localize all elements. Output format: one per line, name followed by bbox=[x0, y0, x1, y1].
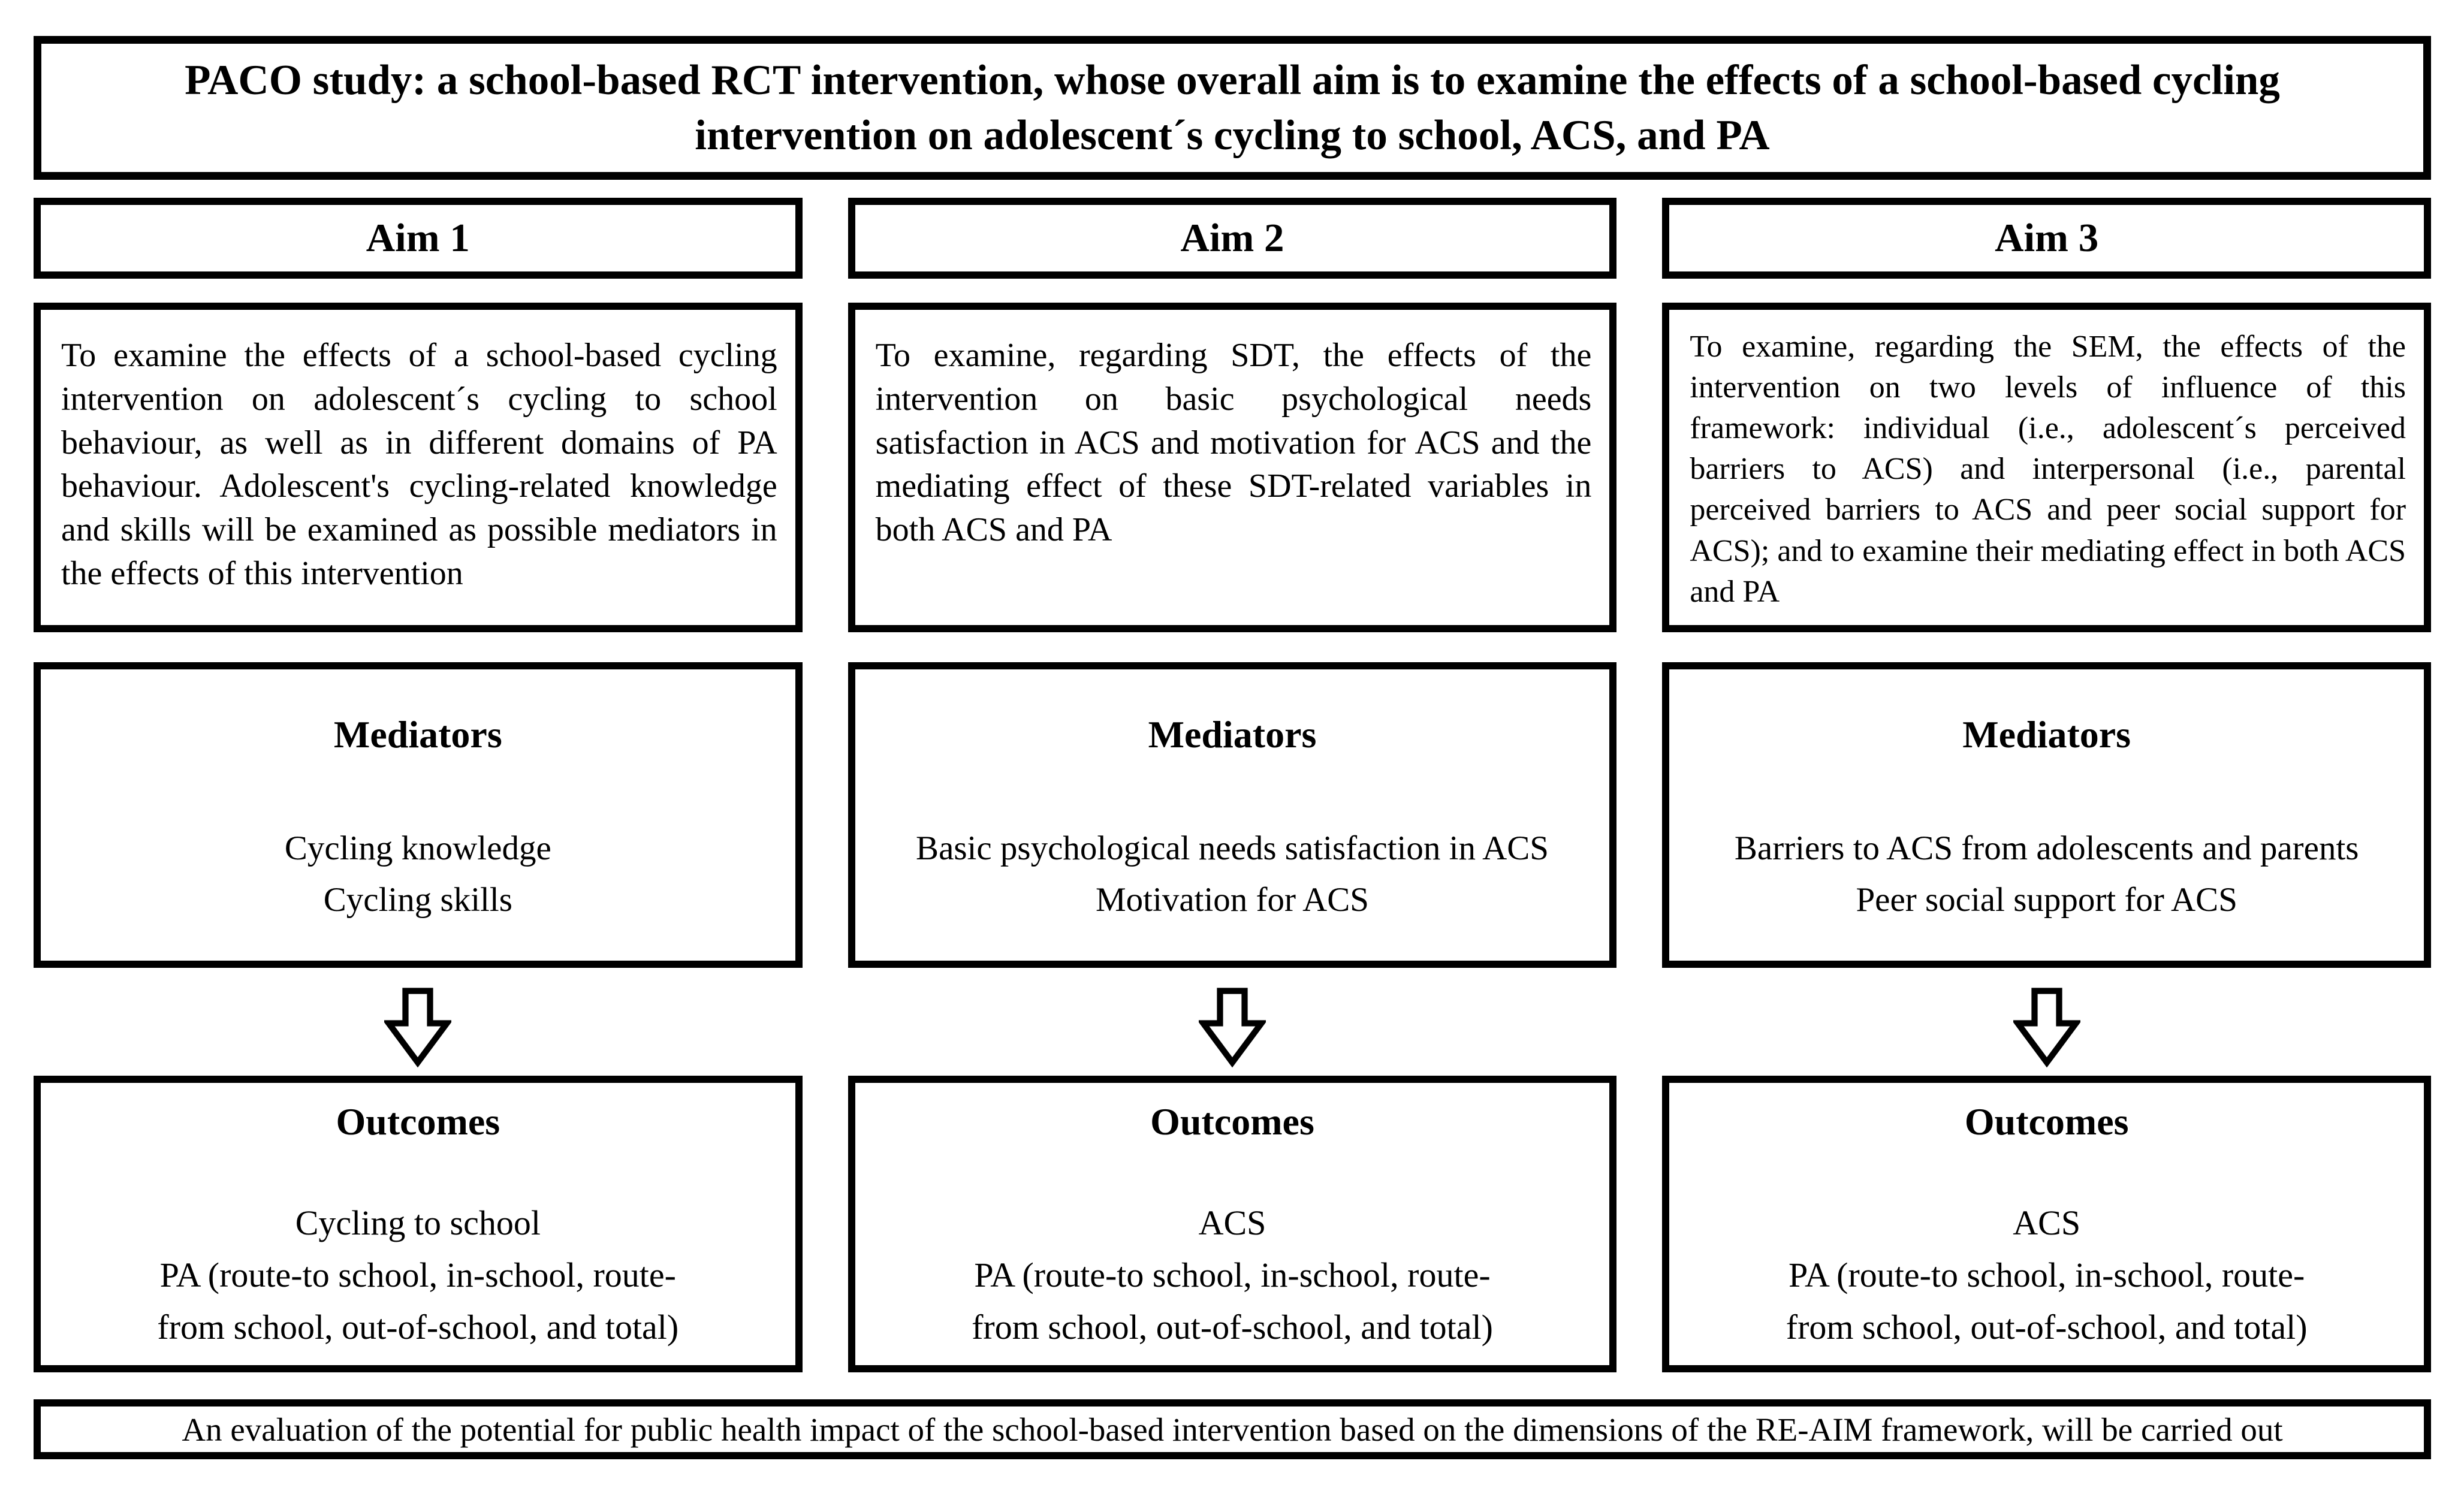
aim3-description: To examine, regarding the SEM, the effec… bbox=[1662, 303, 2432, 632]
outcomes-row: Outcomes Cycling to school PA (route-to … bbox=[34, 1076, 2432, 1372]
aim3-arrow-cell bbox=[1662, 983, 2431, 1073]
aim2-arrow-cell bbox=[848, 983, 1617, 1073]
aim1-description: To examine the effects of a school-based… bbox=[34, 303, 803, 632]
aim3-label: Aim 3 bbox=[1995, 216, 2099, 260]
down-arrow-icon bbox=[384, 986, 452, 1069]
aim1-header: Aim 1 bbox=[34, 198, 803, 279]
study-title: PACO study: a school-based RCT intervent… bbox=[185, 56, 2280, 159]
aim-header-row: Aim 1 Aim 2 Aim 3 bbox=[34, 198, 2432, 279]
mediator-item: Cycling knowledge bbox=[284, 829, 551, 867]
aim3-outcomes-title: Outcomes bbox=[1964, 1100, 2129, 1143]
outcome-item: ACS bbox=[1198, 1203, 1266, 1242]
aim1-outcomes-box: Outcomes Cycling to school PA (route-to … bbox=[34, 1076, 803, 1372]
aim1-arrow-cell bbox=[34, 983, 803, 1073]
outcome-item: Cycling to school bbox=[295, 1203, 541, 1242]
aim1-outcomes-list: Cycling to school PA (route-to school, i… bbox=[41, 1197, 795, 1353]
outcome-item: ACS bbox=[2013, 1203, 2081, 1242]
arrow-row bbox=[34, 983, 2431, 1073]
aim2-outcomes-box: Outcomes ACS PA (route-to school, in-sch… bbox=[848, 1076, 1617, 1372]
outcome-item: PA (route-to school, in-school, route- f… bbox=[157, 1255, 679, 1347]
aim3-header: Aim 3 bbox=[1662, 198, 2432, 279]
mediators-row: Mediators Cycling knowledge Cycling skil… bbox=[34, 662, 2432, 968]
aim2-label: Aim 2 bbox=[1180, 216, 1284, 260]
aim2-mediators-box: Mediators Basic psychological needs sati… bbox=[848, 662, 1617, 968]
mediator-item: Basic psychological needs satisfaction i… bbox=[916, 829, 1549, 867]
mediator-item: Motivation for ACS bbox=[1095, 880, 1370, 919]
aim3-outcomes-list: ACS PA (route-to school, in-school, rout… bbox=[1669, 1197, 2424, 1353]
mediator-item: Peer social support for ACS bbox=[1856, 880, 2237, 919]
aim1-label: Aim 1 bbox=[366, 216, 470, 260]
aim3-mediators-list: Barriers to ACS from adolescents and par… bbox=[1669, 823, 2424, 925]
evaluation-banner: An evaluation of the potential for publi… bbox=[34, 1399, 2431, 1459]
aim3-mediators-title: Mediators bbox=[1962, 713, 2131, 756]
aim1-mediators-title: Mediators bbox=[333, 713, 502, 756]
outcome-item: PA (route-to school, in-school, route- f… bbox=[972, 1255, 1493, 1347]
aim-description-row: To examine the effects of a school-based… bbox=[34, 303, 2432, 632]
aim2-mediators-list: Basic psychological needs satisfaction i… bbox=[855, 823, 1610, 925]
aim2-description: To examine, regarding SDT, the effects o… bbox=[848, 303, 1617, 632]
aim2-mediators-title: Mediators bbox=[1148, 713, 1317, 756]
down-arrow-icon bbox=[1199, 986, 1266, 1069]
aim1-mediators-box: Mediators Cycling knowledge Cycling skil… bbox=[34, 662, 803, 968]
aim2-header: Aim 2 bbox=[848, 198, 1617, 279]
outcome-item: PA (route-to school, in-school, route- f… bbox=[1786, 1255, 2308, 1347]
evaluation-banner-text: An evaluation of the potential for publi… bbox=[182, 1411, 2283, 1448]
study-title-box: PACO study: a school-based RCT intervent… bbox=[34, 36, 2431, 180]
aim3-outcomes-box: Outcomes ACS PA (route-to school, in-sch… bbox=[1662, 1076, 2432, 1372]
aim2-outcomes-list: ACS PA (route-to school, in-school, rout… bbox=[855, 1197, 1610, 1353]
mediator-item: Cycling skills bbox=[323, 880, 512, 919]
aim2-outcomes-title: Outcomes bbox=[1150, 1100, 1314, 1143]
mediator-item: Barriers to ACS from adolescents and par… bbox=[1734, 829, 2359, 867]
aim3-mediators-box: Mediators Barriers to ACS from adolescen… bbox=[1662, 662, 2432, 968]
aim1-outcomes-title: Outcomes bbox=[336, 1100, 500, 1143]
aim1-mediators-list: Cycling knowledge Cycling skills bbox=[41, 823, 795, 925]
down-arrow-icon bbox=[2013, 986, 2080, 1069]
